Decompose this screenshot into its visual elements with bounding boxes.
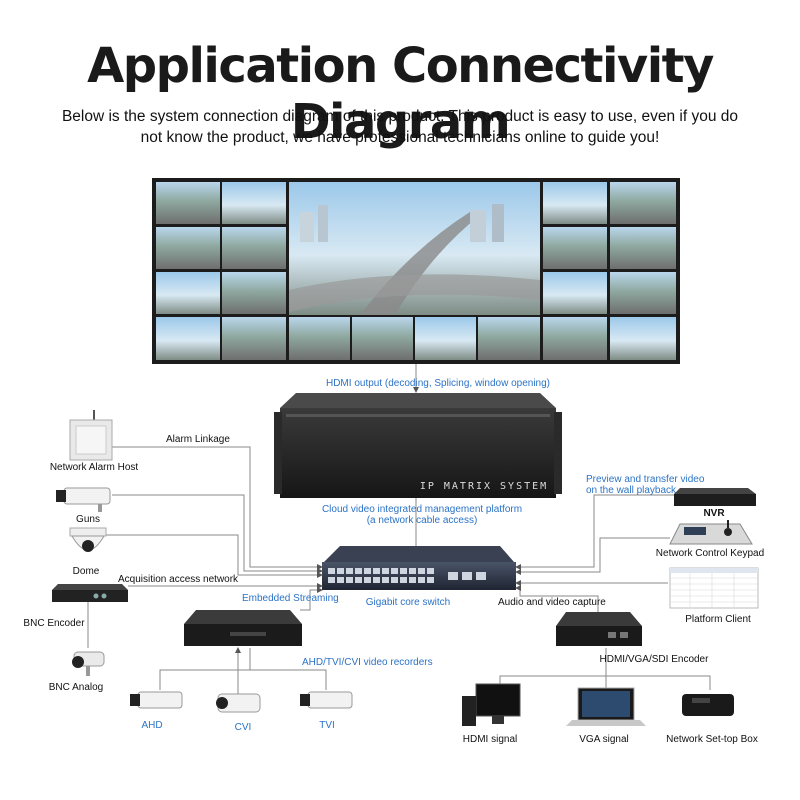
tvi-label: TVI xyxy=(319,720,335,731)
network-settop-box xyxy=(682,694,734,716)
vga-signal-laptop xyxy=(566,687,646,726)
bnc-analog-camera xyxy=(72,651,105,676)
cvi-label: CVI xyxy=(235,722,252,733)
cloud-platform-line2: (a network cable access) xyxy=(367,515,478,526)
right-wiring xyxy=(499,494,711,690)
encoder-label: HDMI/VGA/SDI Encoder xyxy=(600,654,710,665)
dome-label: Dome xyxy=(73,566,100,577)
video-wall xyxy=(152,178,680,364)
acquisition-label: Acquisition access network xyxy=(118,574,239,585)
hdmi-vga-sdi-encoder xyxy=(556,612,642,646)
camera-cvi xyxy=(216,693,261,713)
network-control-keypad xyxy=(669,520,753,545)
audio-video-label: Audio and video capture xyxy=(498,597,606,608)
bnc-encoder-label: BNC Encoder xyxy=(23,618,85,629)
preview-line1: Preview and transfer video xyxy=(586,474,705,485)
alarm-linkage-label: Alarm Linkage xyxy=(166,434,230,445)
bnc-encoder xyxy=(52,584,128,602)
camera-ahd xyxy=(130,691,183,709)
nvr-label: NVR xyxy=(703,508,725,519)
video-wall-bottom-tiles xyxy=(289,317,540,360)
video-wall-left-tiles xyxy=(156,182,286,360)
cloud-platform-line1: Cloud video integrated management platfo… xyxy=(322,504,522,515)
switch-label: Gigabit core switch xyxy=(366,597,450,608)
matrix-label: IP MATRIX SYSTEM xyxy=(420,481,548,492)
bnc-analog-label: BNC Analog xyxy=(49,682,103,693)
ahd-label: AHD xyxy=(141,720,162,731)
page-title: Application Connectivity Diagram xyxy=(87,38,714,150)
video-recorder xyxy=(184,610,302,646)
camera-tvi xyxy=(300,691,353,709)
platform-client xyxy=(669,567,759,609)
left-wiring xyxy=(87,446,327,704)
vga-signal-label: VGA signal xyxy=(579,734,628,745)
recorders-label: AHD/TVI/CVI video recorders xyxy=(302,657,433,668)
hdmi-output-label: HDMI output (decoding, Splicing, window … xyxy=(326,378,550,389)
platform-client-label: Platform Client xyxy=(685,614,751,625)
video-wall-right-tiles xyxy=(543,182,676,360)
keypad-label: Network Control Keypad xyxy=(656,548,764,559)
gigabit-core-switch xyxy=(322,546,516,590)
network-alarm-host xyxy=(69,410,113,461)
nvr-device xyxy=(674,488,756,506)
preview-line2: on the wall playback xyxy=(586,485,677,496)
embedded-streaming-label: Embedded Streaming xyxy=(242,593,339,604)
ip-matrix-system: IP MATRIX SYSTEM xyxy=(274,393,562,498)
settop-label: Network Set-top Box xyxy=(666,734,758,745)
page-subtitle: Below is the system connection diagram o… xyxy=(61,108,739,146)
alarm-host-label: Network Alarm Host xyxy=(50,462,139,473)
gun-camera xyxy=(56,487,111,512)
dome-camera xyxy=(69,527,107,552)
hdmi-signal-label: HDMI signal xyxy=(463,734,517,745)
hdmi-signal-pc xyxy=(462,683,521,726)
guns-label: Guns xyxy=(76,514,100,525)
